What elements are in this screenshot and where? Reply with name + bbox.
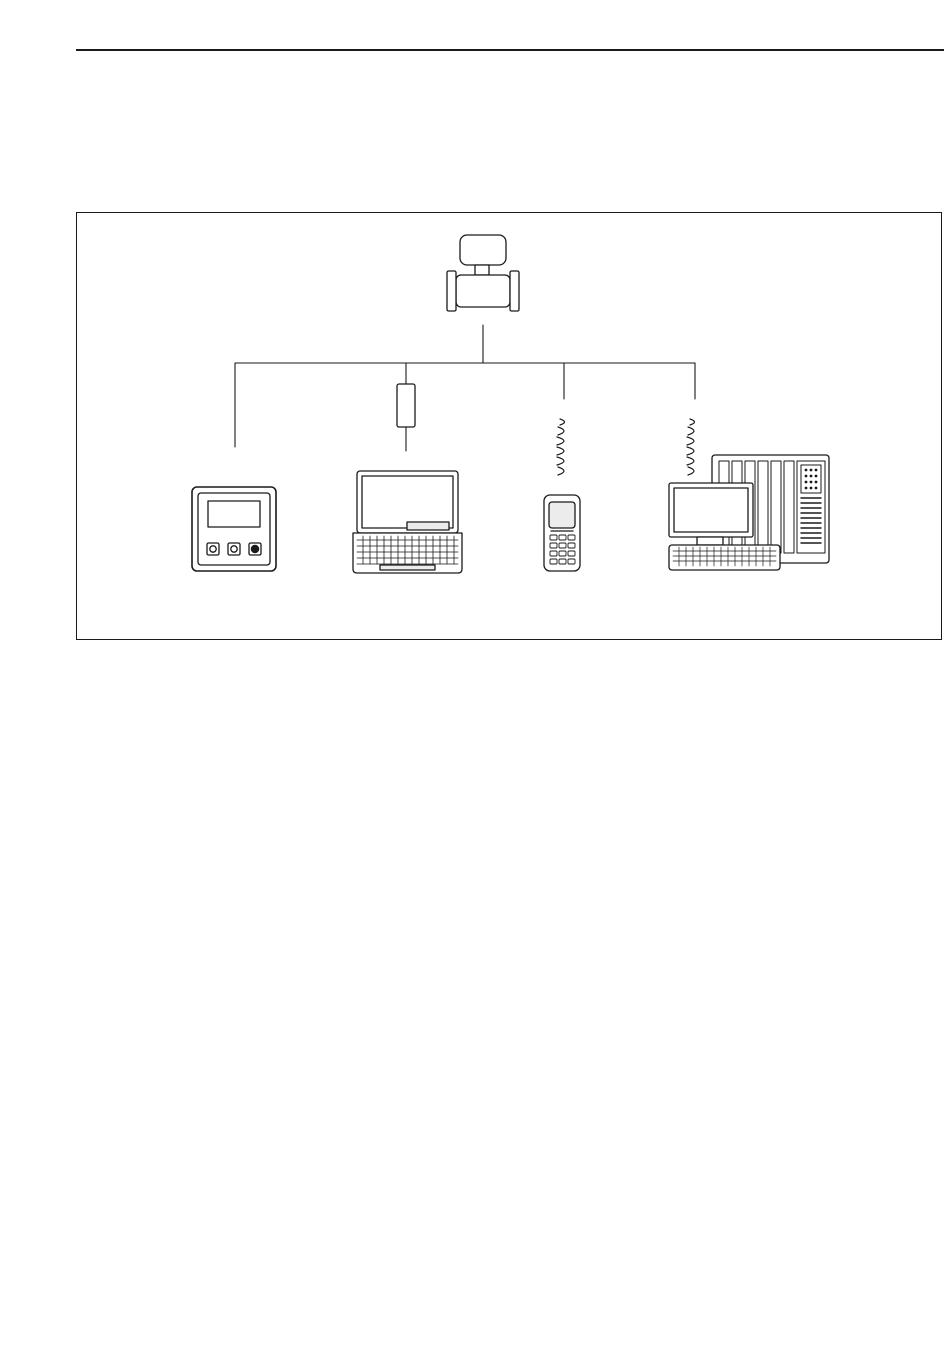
header-rule <box>76 49 944 51</box>
display-module-icon <box>192 487 276 571</box>
handheld-terminal-icon <box>544 495 580 571</box>
diagram-frame <box>76 212 942 640</box>
wireless-signal-icon <box>557 419 565 475</box>
flowmeter-icon <box>447 235 519 311</box>
network-diagram <box>77 213 943 641</box>
wireless-signal-icon <box>687 419 695 475</box>
adapter-icon <box>397 384 415 427</box>
laptop-icon <box>353 471 462 573</box>
connection-lines <box>235 325 695 451</box>
